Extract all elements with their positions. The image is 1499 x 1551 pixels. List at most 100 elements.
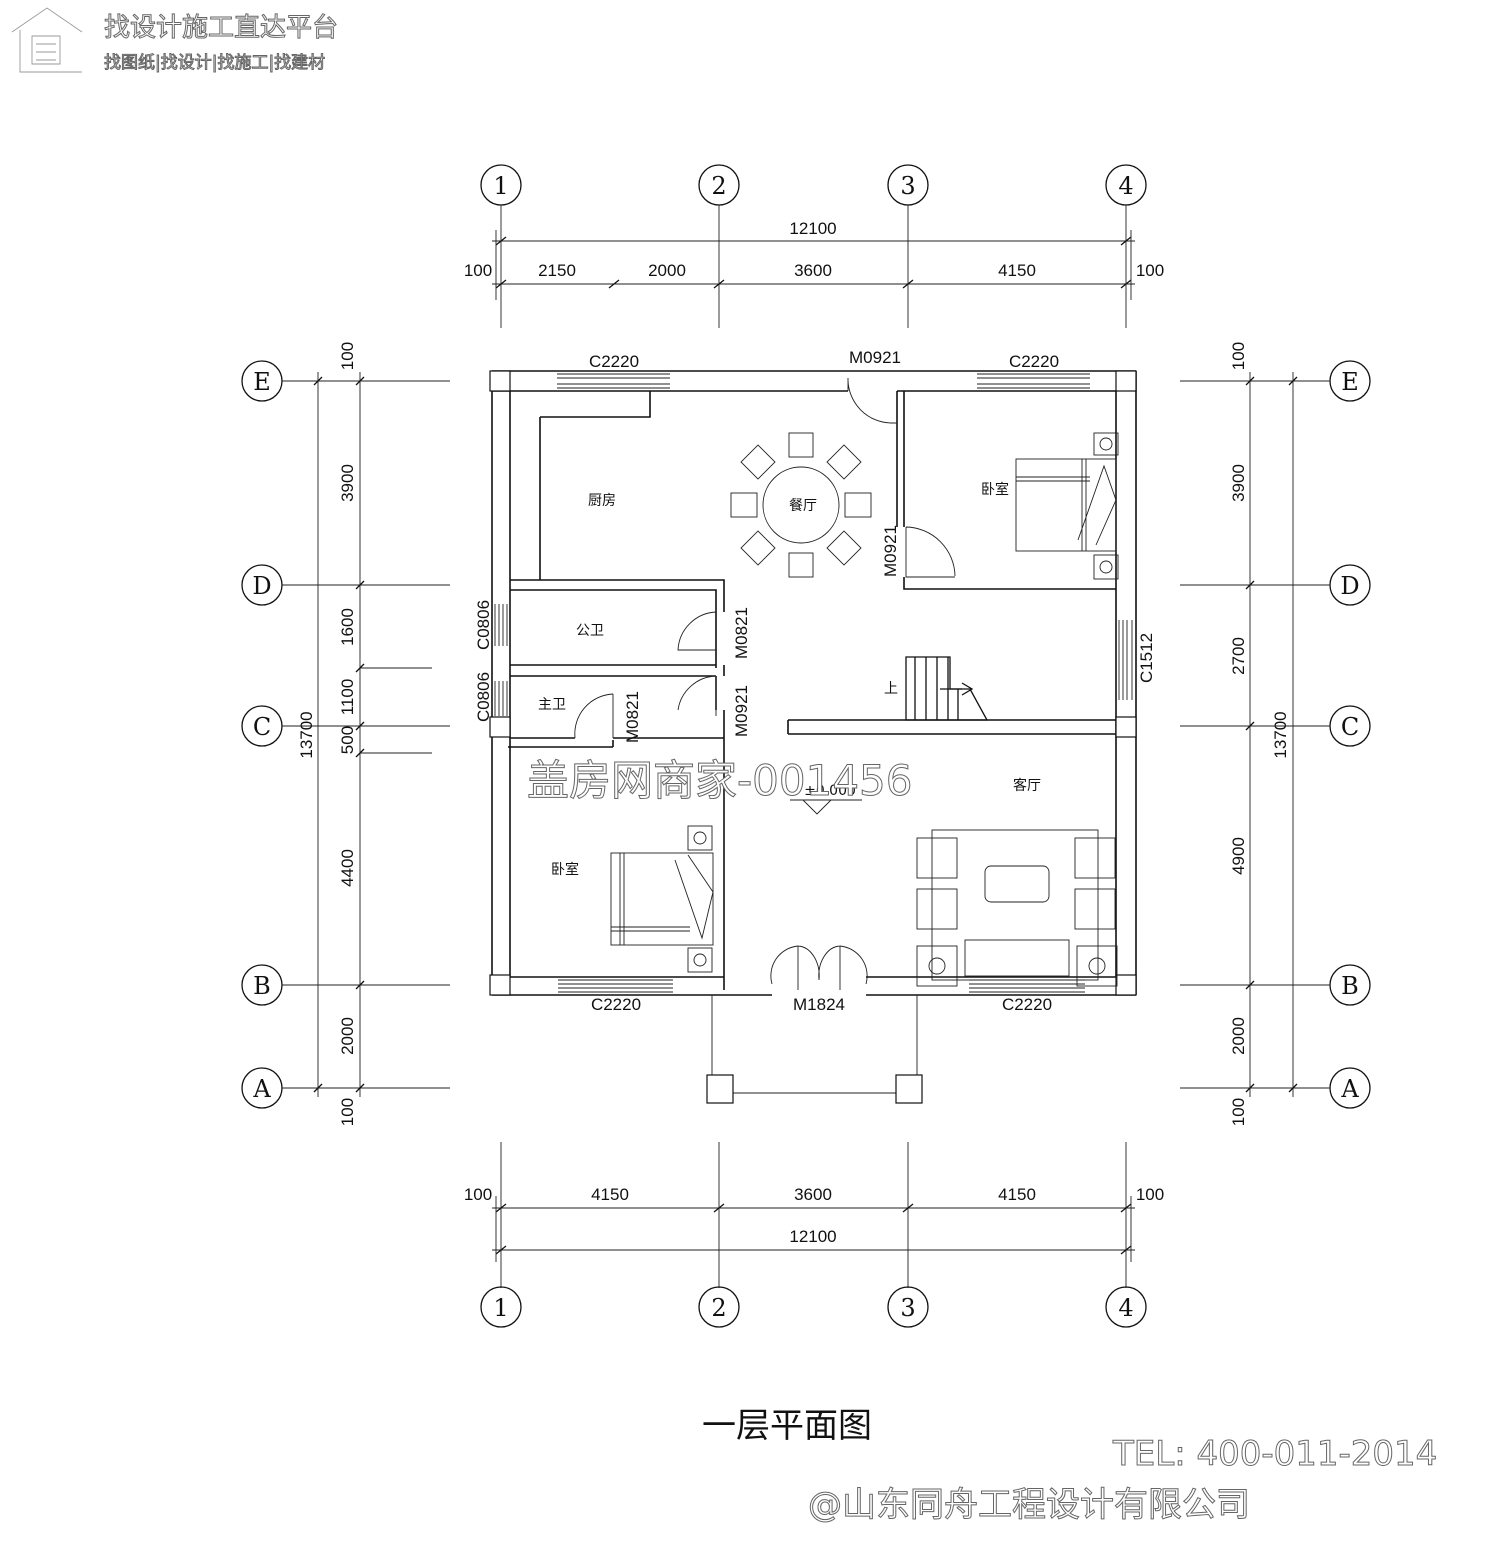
axis-label-E-left: E — [253, 368, 271, 396]
opening-labels: C2220 M0921 C2220 M0921 C0806 M0821 C080… — [474, 348, 1156, 1014]
left-axis-grid: E D C B A 100 3900 1600 1100 500 4400 20… — [241, 342, 450, 1126]
window-c2220-north-left — [557, 373, 670, 389]
company-watermark: @山东同舟工程设计有限公司 — [808, 1485, 1250, 1525]
label-door-wc1: M0821 — [732, 607, 751, 659]
stair-up-label: 上 — [884, 681, 898, 697]
dim-left-seg-1: 100 — [338, 342, 357, 370]
axis-bubble-3-bottom — [887, 1286, 929, 1328]
dim-right-seg-6: 100 — [1229, 1098, 1248, 1126]
sofa-set — [916, 829, 1118, 987]
dim-bottom-seg-5: 100 — [1136, 1185, 1164, 1204]
dim-bottom-total: 12100 — [789, 1227, 836, 1246]
dim-right-seg-5: 2000 — [1229, 1017, 1248, 1055]
axis-label-B-left: B — [253, 972, 271, 1000]
label-window-s-left: C2220 — [591, 995, 641, 1014]
doors — [574, 377, 956, 990]
room-public-wc: 公卫 — [576, 623, 604, 639]
axis-label-E-right: E — [1341, 368, 1359, 396]
house-logo-icon — [11, 7, 83, 73]
label-door-n: M0921 — [849, 348, 901, 367]
phone-watermark: TEL: 400-011-2014 — [1112, 1434, 1437, 1474]
axis-label-2-top: 2 — [711, 172, 726, 200]
dim-top-seg-3: 2000 — [648, 261, 686, 280]
dim-right-seg-3: 2700 — [1229, 637, 1248, 675]
dim-bottom-seg-3: 3600 — [794, 1185, 832, 1204]
porch-column — [706, 1074, 734, 1104]
axis-label-3-top: 3 — [900, 172, 915, 200]
drawing-title: 一层平面图 — [702, 1406, 872, 1446]
dim-left-seg-3: 1600 — [338, 608, 357, 646]
dim-right-seg-1: 100 — [1229, 342, 1248, 370]
bed-ne — [1015, 432, 1119, 580]
room-kitchen: 厨房 — [588, 493, 616, 509]
axis-label-D-left: D — [252, 572, 271, 600]
label-door-wc2: M0821 — [623, 691, 642, 743]
brand-line2: 找图纸|找设计|找施工|找建材 — [104, 53, 325, 73]
room-labels: 厨房 餐厅 卧室 公卫 主卫 客厅 卧室 上 ±0.000 — [538, 481, 1041, 878]
brand-line1: 找设计施工直达平台 — [104, 13, 338, 43]
dim-bottom-seg-4: 4150 — [998, 1185, 1036, 1204]
bed-sw — [610, 825, 714, 973]
room-master-wc: 主卫 — [538, 697, 566, 713]
dim-left-seg-2: 3900 — [338, 464, 357, 502]
dim-bottom-seg-1: 100 — [464, 1185, 492, 1204]
right-axis-grid: E D C B A 100 3900 2700 4900 2000 100 13… — [1180, 342, 1371, 1126]
label-window-s-right: C2220 — [1002, 995, 1052, 1014]
dining-table — [730, 432, 872, 578]
dim-right-seg-4: 4900 — [1229, 837, 1248, 875]
room-bedroom-sw: 卧室 — [551, 861, 579, 878]
dim-top-seg-1: 100 — [464, 261, 492, 280]
dim-top-seg-4: 3600 — [794, 261, 832, 280]
axis-label-3-bottom: 3 — [900, 1294, 915, 1322]
axis-label-D-right: D — [1340, 572, 1359, 600]
window-c2220-south-right — [969, 979, 1085, 993]
label-window-wc2: C0806 — [474, 672, 493, 722]
main-double-door — [770, 945, 868, 990]
window-c2220-north-right — [977, 373, 1090, 389]
dim-top-total: 12100 — [789, 219, 836, 238]
axis-label-A-left: A — [252, 1075, 271, 1103]
level-mark: ±0.000 — [804, 783, 856, 799]
dim-right-seg-2: 3900 — [1229, 464, 1248, 502]
window-c1512-east — [1118, 620, 1133, 700]
column — [1115, 716, 1137, 738]
top-axis-grid: 1 2 3 4 12100 100 2150 2000 3600 4150 10… — [464, 164, 1164, 328]
axis-label-1-bottom: 1 — [493, 1294, 508, 1322]
dim-left-seg-6: 4400 — [338, 849, 357, 887]
axis-label-1-top: 1 — [493, 172, 508, 200]
center-watermark: 盖房网商家-001456 — [527, 756, 913, 805]
label-window-n-right: C2220 — [1009, 352, 1059, 371]
room-bedroom-ne: 卧室 — [981, 481, 1009, 498]
room-dining: 餐厅 — [789, 498, 817, 514]
label-window-n-left: C2220 — [589, 352, 639, 371]
axis-label-C-right: C — [1341, 713, 1359, 741]
windows — [494, 373, 1133, 993]
dim-left-seg-4: 1100 — [338, 679, 357, 716]
axis-label-B-right: B — [1341, 972, 1359, 1000]
porch-column — [895, 1074, 923, 1104]
column — [489, 974, 511, 996]
axis-label-4-bottom: 4 — [1118, 1294, 1133, 1322]
dim-left-total: 13700 — [297, 711, 316, 758]
window-c0806-wc1 — [494, 604, 508, 646]
dim-left-seg-5: 500 — [338, 726, 357, 754]
brand-watermark: 找设计施工直达平台 找图纸|找设计|找施工|找建材 — [11, 7, 339, 74]
window-c2220-south-left — [558, 979, 673, 993]
room-living: 客厅 — [1013, 777, 1041, 794]
axis-label-A-right: A — [1340, 1075, 1359, 1103]
axis-bubble-2-bottom — [698, 1286, 740, 1328]
axis-bubble-4-bottom — [1105, 1286, 1147, 1328]
label-door-bedroom-ne: M0921 — [881, 525, 900, 577]
label-window-east: C1512 — [1137, 633, 1156, 683]
axis-label-4-top: 4 — [1118, 172, 1133, 200]
dim-bottom-seg-2: 4150 — [591, 1185, 629, 1204]
dim-right-total: 13700 — [1271, 711, 1290, 758]
axis-label-C-left: C — [253, 713, 271, 741]
label-window-wc1: C0806 — [474, 600, 493, 650]
column — [1115, 370, 1137, 392]
level-triangle-icon — [790, 799, 862, 815]
dim-top-seg-2: 2150 — [538, 261, 576, 280]
dim-left-seg-7: 2000 — [338, 1017, 357, 1055]
axis-label-2-bottom: 2 — [711, 1294, 726, 1322]
